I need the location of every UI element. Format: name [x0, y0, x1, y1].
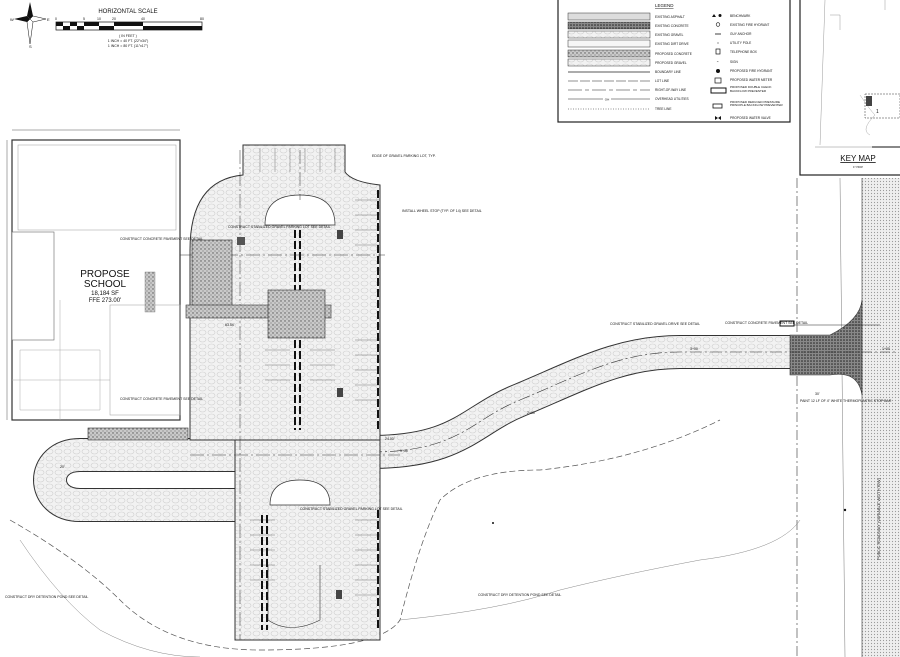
building-name-line1: PROPOSE: [80, 269, 130, 280]
svg-text:40: 40: [141, 17, 145, 21]
legend-label-double-check-backflow: PROPOSED DOUBLE CHECK BACKFLOW PREVENTER: [730, 85, 772, 93]
station-2: 2+00: [527, 411, 535, 415]
dim-2: 24.00': [385, 437, 395, 441]
detention-pond-outline: [9, 419, 721, 651]
svg-text:EXISTING DIRT DRIVE: EXISTING DIRT DRIVE: [655, 42, 689, 46]
svg-text:LEGEND: LEGEND: [655, 3, 674, 8]
svg-text:PROPOSED GRAVEL: PROPOSED GRAVEL: [655, 61, 687, 65]
legend-left-labels: EXISTING ASPHALT EXISTING CONCRETE EXIST…: [655, 15, 692, 111]
note-edge-gravel: EDGE OF GRAVEL PARKING LOT, TYP.: [372, 154, 436, 158]
svg-text:GUY ANCHOR: GUY ANCHOR: [730, 32, 752, 36]
concrete-apron: [789, 299, 863, 396]
note-gravel-lot-2: CONSTRUCT STABILIZED GRAVEL PARKING LOT …: [300, 507, 403, 511]
svg-text:BENCHMARK: BENCHMARK: [730, 14, 751, 18]
svg-text:10: 10: [97, 17, 101, 21]
dim-1: 63.54': [225, 323, 235, 327]
svg-text:HORIZONTAL SCALE: HORIZONTAL SCALE: [98, 9, 157, 15]
note-detention-1: CONSTRUCT DRY DETENTION POND SEE DETAIL: [5, 595, 88, 599]
svg-text:LOT LINE: LOT LINE: [655, 79, 669, 83]
svg-text:PROPOSED WATER METER: PROPOSED WATER METER: [730, 78, 773, 82]
svg-text:E: E: [47, 17, 50, 22]
building-name-line2: SCHOOL: [84, 279, 127, 290]
building-ffe: FFE 273.00': [89, 298, 122, 304]
note-detention-2: CONSTRUCT DRY DETENTION POND SEE DETAIL: [478, 593, 561, 597]
svg-text:UTILITY POLE: UTILITY POLE: [730, 41, 751, 45]
note-concrete-1: CONSTRUCT CONCRETE PAVEMENT SEE DETAIL: [120, 237, 203, 241]
station-1: 1+00: [400, 449, 408, 453]
svg-text:BOUNDARY LINE: BOUNDARY LINE: [655, 70, 681, 74]
svg-text:PROPOSED WATER VALVE: PROPOSED WATER VALVE: [730, 116, 771, 120]
station-4: 1+00: [882, 347, 890, 351]
note-concrete-2: CONSTRUCT CONCRETE PAVEMENT SEE DETAIL: [120, 397, 203, 401]
north-arrow-icon: W E S: [10, 2, 50, 49]
legend: LEGEND OH: [557, 0, 791, 123]
svg-text:1 INCH = 40 FT. (22"x34"): 1 INCH = 40 FT. (22"x34"): [108, 39, 149, 43]
svg-text:TELEPHONE BOX: TELEPHONE BOX: [730, 50, 758, 54]
svg-text:1: 1: [876, 109, 879, 115]
svg-text:OH: OH: [605, 98, 610, 102]
concrete-pavement: [191, 239, 233, 307]
svg-text:EXISTING GRAVEL: EXISTING GRAVEL: [655, 33, 684, 37]
svg-text:0: 0: [55, 17, 57, 21]
public-roadway: [862, 178, 900, 657]
note-wheel-stop: INSTALL WHEEL STOP (TYP. OF 14) SEE DETA…: [402, 209, 482, 213]
note-gravel-lot-1: CONSTRUCT STABILIZED GRAVEL PARKING LOT …: [228, 225, 331, 229]
building-area: 18,184 SF: [91, 291, 119, 297]
svg-text:PROPOSED CONCRETE: PROPOSED CONCRETE: [655, 52, 692, 56]
key-map: 1 KEY MAP 1"=500': [799, 0, 900, 176]
legend-right-labels: BENCHMARK EXISTING FIRE HYDRANT GUY ANCH…: [730, 14, 773, 120]
note-water-line: PAINT 12 LF OF 4" WHITE THERMOPLASTIC ST…: [800, 399, 892, 403]
dim-4: 30': [815, 392, 820, 396]
parking-stalls: [250, 148, 380, 596]
svg-text:5: 5: [83, 17, 85, 21]
svg-text:W: W: [10, 17, 14, 22]
svg-text:EXISTING CONCRETE: EXISTING CONCRETE: [655, 24, 689, 28]
note-concrete-3: CONSTRUCT CONCRETE PAVEMENT SEE DETAIL: [725, 321, 808, 325]
svg-text:PROPOSED FIRE HYDRANT: PROPOSED FIRE HYDRANT: [730, 69, 773, 73]
svg-text:80: 80: [200, 17, 204, 21]
svg-text:1 INCH = 80 FT. (11"x17"): 1 INCH = 80 FT. (11"x17"): [108, 44, 148, 48]
dim-3: 20': [60, 465, 65, 469]
svg-text:EXISTING ASPHALT: EXISTING ASPHALT: [655, 15, 685, 19]
svg-text:OVERHEAD UTILITIES: OVERHEAD UTILITIES: [655, 97, 689, 101]
svg-text:TREE LINE: TREE LINE: [655, 107, 671, 111]
note-gravel-drive: CONSTRUCT STABILIZED GRAVEL DRIVE SEE DE…: [610, 322, 700, 326]
svg-text:S: S: [29, 44, 32, 49]
proposed-school-building: [6, 129, 181, 421]
svg-text:( IN FEET ): ( IN FEET ): [119, 34, 137, 38]
horizontal-scale: HORIZONTAL SCALE 0 5 10 20 40 80 ( IN FE…: [55, 9, 204, 48]
svg-text:RIGHT-OF-WAY LINE: RIGHT-OF-WAY LINE: [655, 88, 686, 92]
svg-text:KEY MAP: KEY MAP: [840, 154, 875, 163]
svg-text:1"=500': 1"=500': [853, 165, 863, 169]
svg-text:SIGN: SIGN: [730, 60, 738, 64]
svg-text:EXISTING FIRE HYDRANT: EXISTING FIRE HYDRANT: [730, 23, 769, 27]
svg-text:⌃: ⌃: [716, 60, 719, 65]
legend-symbols: ⌃: [710, 14, 727, 120]
svg-text:20: 20: [112, 17, 116, 21]
road-name-label: PUBLIC ROADWAY (VARIABLE WIDTH R/W): [876, 477, 881, 560]
station-3: 3+00: [690, 347, 698, 351]
legend-label-reduced-pressure-backflow: PROPOSED REDUCED PRESSURE PRINCIPLE BACK…: [730, 99, 783, 107]
